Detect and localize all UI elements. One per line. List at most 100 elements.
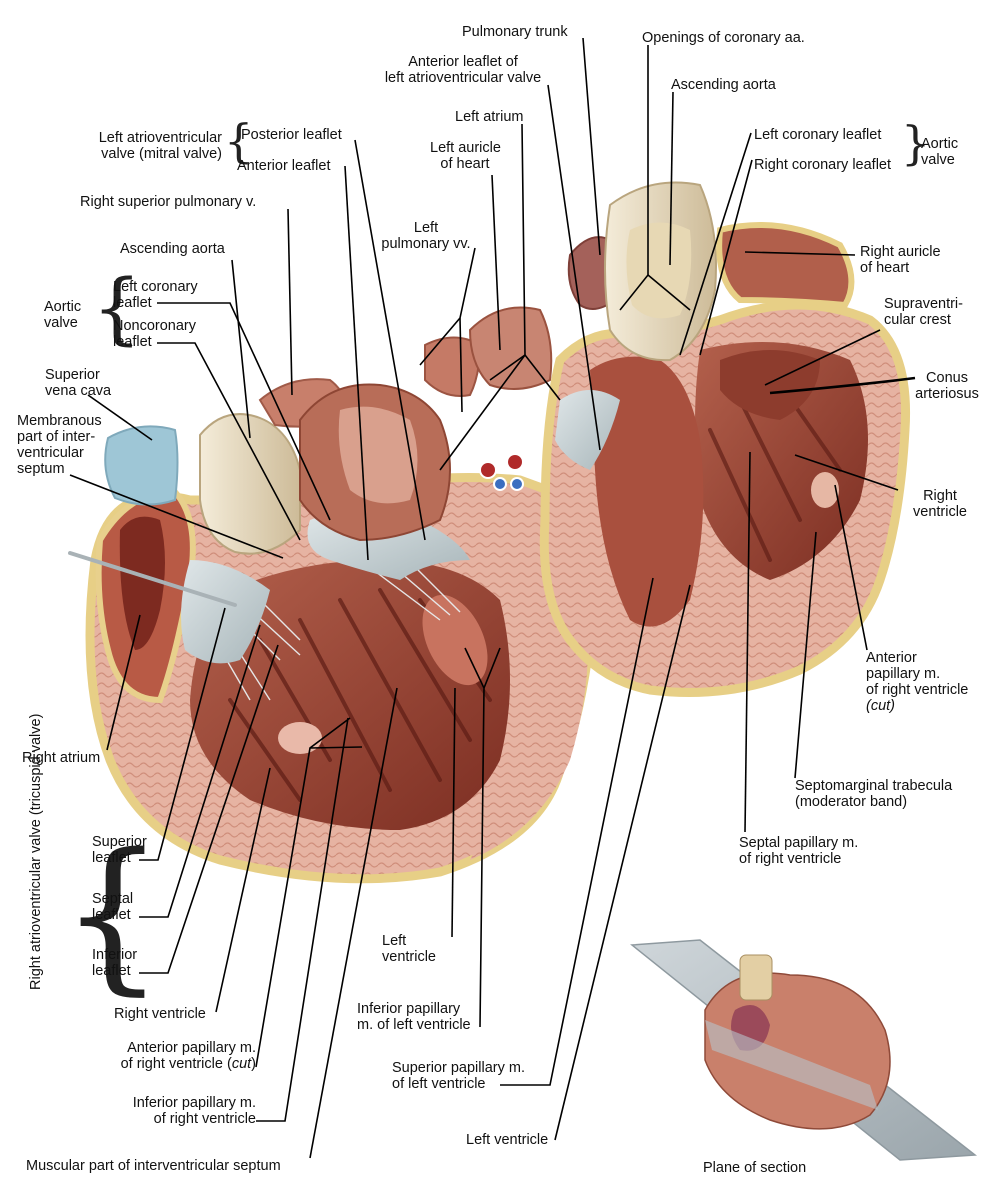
label-anterior-leaflet-lav-line2: left atrioventricular valve [384, 70, 542, 86]
label-right-superior-pulmonary-vein: Right superior pulmonary v. [80, 194, 257, 210]
label-right-atrium: Right atrium [22, 750, 101, 766]
papillary-muscle-right-cut [278, 722, 322, 754]
superior-vena-cava [104, 425, 179, 506]
label-plane-of-section: Plane of section [703, 1160, 807, 1176]
label-septal-leaflet: Septal leaflet [92, 891, 133, 923]
label-septal-papillary-line1: Septal papillary m. [739, 835, 859, 851]
label-right-coronary-leaflet-right: Right coronary leaflet [754, 157, 892, 173]
label-conus-arteriosus-line1: Conus [926, 370, 968, 386]
ascending-aorta-left [199, 413, 301, 555]
label-anterior-papillary-rv-left-line2a: of right ventricle ( [120, 1056, 232, 1072]
label-ascending-aorta-top: Ascending aorta [671, 77, 776, 93]
brace-mitral: { [224, 114, 254, 168]
label-anterior-papillary-rv-left-line2: of right ventricle (cut) [60, 1056, 256, 1072]
label-aortic-valve-left-line1: Aortic [44, 299, 82, 315]
tricuspid-valve-leaflets [181, 560, 270, 664]
label-inferior-papillary-rv-line1: Inferior papillary m. [132, 1095, 256, 1111]
label-inferior-papillary-lv: Inferior papillary m. of left ventricle [357, 1001, 471, 1033]
left-pulmonary-veins [424, 336, 482, 397]
leader-lines [69, 37, 916, 1159]
label-aortic-valve-right-line2: valve [921, 152, 955, 168]
label-superior-leaflet-line2: leaflet [92, 850, 131, 866]
left-atrium-inner [338, 406, 418, 504]
label-inferior-papillary-lv-line2: m. of left ventricle [357, 1017, 471, 1033]
label-left-pulmonary-veins-line1: Left [413, 220, 439, 236]
label-supraventricular-crest: Supraventri- cular crest [884, 296, 963, 328]
label-superior-papillary-lv-line2: of left ventricle [392, 1076, 486, 1092]
brace-tricuspid: { [60, 818, 165, 1010]
label-right-auricle-line2: of heart [860, 260, 910, 276]
label-septomarginal-trabecula-line2: (moderator band) [795, 794, 908, 810]
label-left-coronary-leaflet-right: Left coronary leaflet [754, 127, 882, 143]
label-anterior-papillary-rv-right: Anterior papillary m. of right ventricle… [866, 650, 968, 714]
plane-inset [630, 939, 978, 1161]
label-noncoronary-leaflet: Noncoronary leaflet [113, 318, 196, 350]
label-membranous-septum-line4: septum [17, 461, 65, 477]
label-anterior-leaflet-lav: Anterior leaflet of left atrioventricula… [368, 54, 558, 86]
inset-aorta [739, 954, 773, 1001]
label-septal-leaflet-line2: leaflet [92, 907, 131, 923]
label-posterior-leaflet: Posterior leaflet [241, 127, 342, 143]
label-septal-papillary: Septal papillary m. of right ventricle [739, 835, 858, 867]
label-pulmonary-trunk: Pulmonary trunk [462, 24, 568, 40]
label-right-auricle-line1: Right auricle [860, 244, 941, 260]
label-left-atrium: Left atrium [455, 109, 524, 125]
label-left-ventricle-mid: Left ventricle [382, 933, 436, 965]
label-anterior-papillary-rv-left-line2c: ) [251, 1056, 256, 1072]
label-aortic-valve-left: Aortic valve [44, 299, 81, 331]
label-noncoronary-leaflet-line1: Noncoronary [113, 318, 197, 334]
label-anterior-leaflet-lav-line1: Anterior leaflet of [408, 54, 518, 70]
coronary-vessels [479, 453, 524, 491]
label-left-ventricle-mid-line2: ventricle [382, 949, 436, 965]
label-inferior-leaflet-line2: leaflet [92, 963, 131, 979]
label-inferior-papillary-lv-line1: Inferior papillary [357, 1001, 461, 1017]
right-atrium-trabeculae [119, 516, 165, 650]
label-right-ventricle-right-line1: Right [923, 488, 957, 504]
label-inferior-papillary-rv: Inferior papillary m. of right ventricle [100, 1095, 256, 1127]
label-inferior-leaflet-line1: Inferior [92, 947, 138, 963]
label-tricuspid-valve: Right atrioventricular valve (tricuspid … [28, 713, 44, 990]
label-left-ventricle-mid-line1: Left [382, 933, 407, 949]
label-left-auricle-line1: Left auricle [430, 140, 501, 156]
label-anterior-papillary-rv-right-line3: of right ventricle [866, 682, 969, 698]
label-septomarginal-trabecula-line1: Septomarginal trabecula [795, 778, 953, 794]
label-left-av-valve: Left atrioventricular valve (mitral valv… [60, 130, 222, 162]
label-inferior-papillary-rv-line2: of right ventricle [153, 1111, 256, 1127]
label-superior-vena-cava: Superior vena cava [45, 367, 111, 399]
label-aortic-valve-right-line1: Aortic [921, 136, 959, 152]
label-anterior-papillary-rv-left-line1: Anterior papillary m. [127, 1040, 256, 1056]
label-anterior-papillary-rv-right-line2: papillary m. [866, 666, 941, 682]
label-left-av-valve-line2: valve (mitral valve) [101, 146, 222, 162]
label-left-pulmonary-veins-line2: pulmonary vv. [381, 236, 471, 252]
label-left-av-valve-line1: Left atrioventricular [98, 130, 222, 146]
label-aortic-valve-right: Aortic valve [921, 136, 958, 168]
aortic-valve-leaflets-right [555, 390, 620, 470]
label-anterior-papillary-rv-left-cut: cut [231, 1056, 252, 1072]
label-membranous-septum-line2: part of inter- [17, 429, 96, 445]
label-ascending-aorta-left: Ascending aorta [120, 241, 225, 257]
label-left-auricle: Left auricle of heart [430, 140, 501, 172]
label-anterior-papillary-rv-right-line1: Anterior [866, 650, 917, 666]
label-left-coronary-leaflet-left-line1: Left coronary [113, 279, 198, 295]
label-aortic-valve-left-line2: valve [44, 315, 78, 331]
label-superior-papillary-lv: Superior papillary m. of left ventricle [392, 1060, 525, 1092]
label-muscular-septum: Muscular part of interventricular septum [26, 1158, 281, 1174]
label-left-ventricle-bottom: Left ventricle [466, 1132, 549, 1148]
label-membranous-septum-line1: Membranous [17, 413, 102, 429]
label-superior-leaflet-line1: Superior [92, 834, 147, 850]
left-ventricle-outflow [590, 356, 704, 627]
label-left-pulmonary-veins: Left pulmonary vv. [368, 220, 484, 252]
left-auricle-stump [468, 306, 553, 390]
label-superior-papillary-lv-line1: Superior papillary m. [392, 1060, 525, 1076]
label-septomarginal-trabecula: Septomarginal trabecula (moderator band) [795, 778, 952, 810]
right-auricle [716, 222, 855, 309]
label-inferior-leaflet: Inferior leaflet [92, 947, 137, 979]
label-anterior-papillary-rv-left: Anterior papillary m. of right ventricle… [60, 1040, 256, 1072]
label-noncoronary-leaflet-line2: leaflet [113, 334, 152, 350]
label-conus-arteriosus-line2: arteriosus [915, 386, 979, 402]
label-left-coronary-leaflet-left: Left coronary leaflet [113, 279, 198, 311]
label-anterior-leaflet: Anterior leaflet [237, 158, 331, 174]
brace-aortic-left: { [92, 264, 142, 354]
